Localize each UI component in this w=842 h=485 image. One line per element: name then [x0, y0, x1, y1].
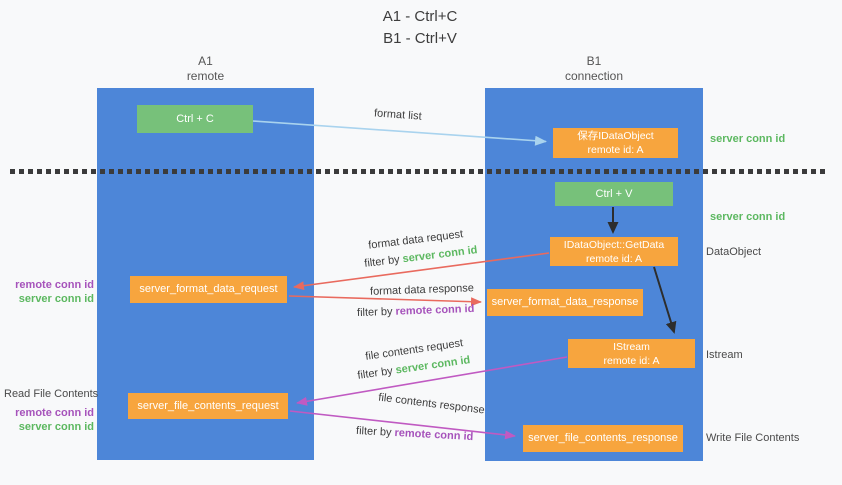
diagram-title: A1 - Ctrl+C B1 - Ctrl+V — [300, 6, 540, 50]
conn-id-block-lower: remote conn id server conn id — [4, 406, 94, 434]
lane-header-a1: A1 remote — [97, 54, 314, 84]
server-conn-id-label-lower: server conn id — [18, 421, 94, 433]
write-file-contents-label: Write File Contents — [706, 432, 800, 444]
remote-conn-id-label-lower: remote conn id — [15, 407, 94, 419]
read-file-contents-label: Read File Contents — [4, 388, 99, 400]
istream-line2: remote id: A — [603, 355, 660, 367]
getdata-line1: IDataObject::GetData — [563, 239, 665, 251]
server-format-data-request-node: server_format_data_request — [130, 276, 287, 303]
session-divider — [10, 169, 826, 174]
format-list-arrow — [252, 120, 547, 146]
server-conn-id-label-2: server conn id — [710, 211, 786, 223]
format-data-request-arrow — [293, 252, 550, 291]
getdata-line2: remote id: A — [585, 253, 643, 265]
server-conn-id-label-1: server conn id — [710, 133, 786, 145]
title-line-2: B1 - Ctrl+V — [383, 30, 457, 47]
save-dataobject-line2: remote id: A — [587, 144, 644, 156]
ctrl-v-node: Ctrl + V — [555, 182, 673, 206]
dataobject-label: DataObject — [706, 246, 762, 258]
format-data-response-arrow — [288, 295, 482, 307]
istream-line1: IStream — [613, 341, 650, 353]
lane-a1-role: remote — [186, 69, 225, 83]
title-line-1: A1 - Ctrl+C — [382, 8, 458, 25]
istream-label: Istream — [706, 349, 743, 361]
server-conn-id-label-upper: server conn id — [18, 293, 94, 305]
file-contents-request-arrow — [296, 356, 568, 406]
server-file-contents-response-node: server_file_contents_response — [523, 425, 683, 452]
lane-a1-name: A1 — [198, 54, 213, 68]
lane-b1-role: connection — [564, 69, 624, 83]
remote-conn-id-label-upper: remote conn id — [15, 279, 94, 291]
istream-node: IStream remote id: A — [568, 339, 695, 368]
server-file-contents-request-node: server_file_contents_request — [128, 393, 288, 419]
filter-by-text: filter by — [356, 305, 396, 320]
getdata-node: IDataObject::GetData remote id: A — [550, 237, 678, 266]
lane-header-b1: B1 connection — [485, 54, 703, 84]
file-contents-response-arrow — [289, 410, 516, 440]
filter-by-text: filter by — [355, 424, 395, 439]
save-dataobject-line1: 保存IDataObject — [577, 130, 654, 142]
ctrl-c-node: Ctrl + C — [137, 105, 253, 133]
server-format-data-response-node: server_format_data_response — [487, 289, 643, 316]
getdata-to-istream-arrow — [653, 266, 677, 334]
save-dataobject-node: 保存IDataObject remote id: A — [553, 128, 678, 158]
conn-id-block-upper: remote conn id server conn id — [4, 278, 94, 306]
lane-b1-name: B1 — [586, 54, 602, 68]
